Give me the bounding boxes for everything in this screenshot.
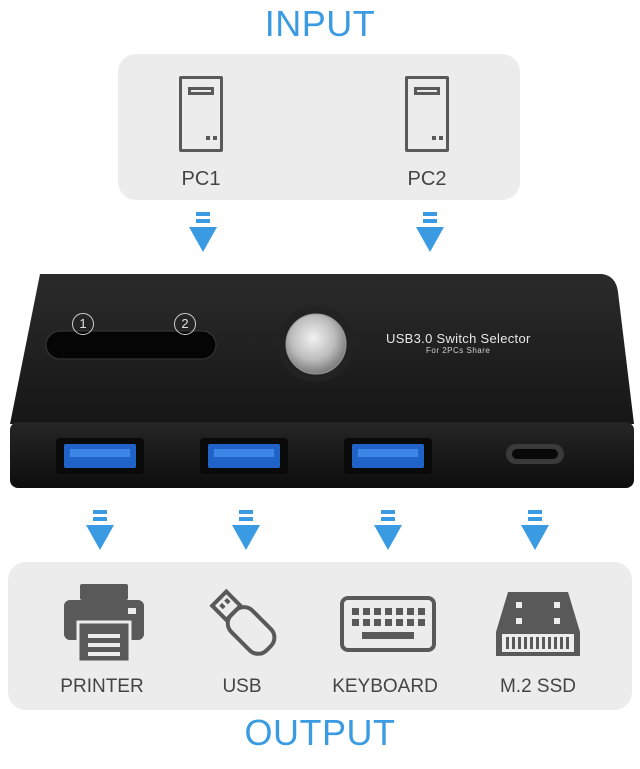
pc1-tower-icon <box>179 76 223 152</box>
output-arrow-4-icon <box>521 510 549 550</box>
pc2-label: PC2 <box>407 168 447 190</box>
usb-switch-device <box>10 274 634 488</box>
input-2-indicator: 2 <box>174 313 196 335</box>
output-arrow-1-icon <box>86 510 114 550</box>
pc2-tower-icon <box>405 76 449 152</box>
input-heading: INPUT <box>264 3 376 44</box>
keyboard-icon <box>340 596 436 652</box>
pc1-label: PC1 <box>181 168 221 190</box>
usb-drive-icon <box>209 588 277 656</box>
usb-label: USB <box>222 676 262 697</box>
keyboard-label: KEYBOARD <box>332 676 438 697</box>
device-title: USB3.0 Switch Selector <box>386 331 531 346</box>
device-subtitle: For 2PCs Share <box>426 346 491 355</box>
output-arrow-3-icon <box>374 510 402 550</box>
ssd-icon <box>496 592 580 656</box>
output-heading: OUTPUT <box>244 712 396 753</box>
input-panel: PC1 PC2 <box>118 54 520 200</box>
pc2-down-arrow-icon <box>416 212 444 252</box>
printer-label: PRINTER <box>60 676 144 697</box>
input-1-indicator: 1 <box>72 313 94 335</box>
output-arrow-2-icon <box>232 510 260 550</box>
ssd-label: M.2 SSD <box>499 676 577 697</box>
printer-icon <box>64 584 144 664</box>
pc1-down-arrow-icon <box>189 212 217 252</box>
